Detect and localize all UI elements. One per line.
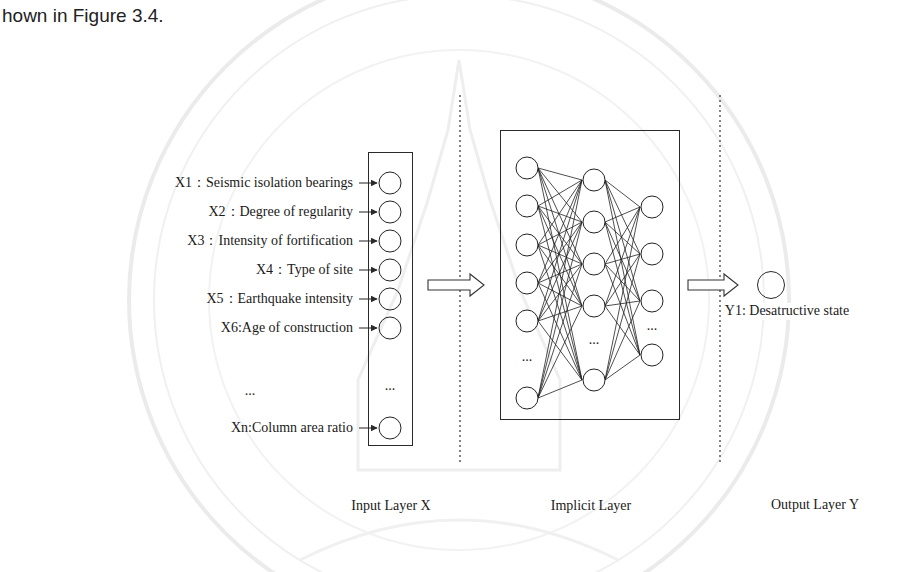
hidden-neuron <box>641 344 663 366</box>
network-link <box>605 254 640 306</box>
hidden-neuron <box>516 157 538 179</box>
hidden-neuron <box>583 369 605 391</box>
network-link <box>538 306 582 398</box>
network-link <box>605 180 640 355</box>
ellipsis: ... <box>589 332 600 349</box>
block-arrow <box>428 274 484 296</box>
network-link <box>538 180 582 398</box>
network-link <box>538 245 582 380</box>
input-feature: X5：Earthquake intensity <box>206 291 353 308</box>
network-link <box>538 180 582 321</box>
hidden-neuron <box>641 290 663 312</box>
input-feature: X2：Degree of regularity <box>208 204 353 221</box>
network-link <box>605 254 640 380</box>
layer-divider <box>460 95 720 465</box>
ellipsis: ... <box>647 318 658 335</box>
network-link <box>538 380 582 398</box>
hidden-neuron <box>516 310 538 332</box>
input-neurons <box>379 172 401 439</box>
hidden-neuron <box>516 272 538 294</box>
layer-title: Y1: Desatructive state <box>723 303 851 320</box>
ellipsis: ... <box>245 383 256 400</box>
hidden-neuron <box>516 387 538 409</box>
hidden-neuron <box>583 295 605 317</box>
watermark-seal <box>129 0 789 572</box>
body-text: hown in Figure 3.4. <box>2 5 164 28</box>
network-link <box>538 264 582 283</box>
network-link <box>538 180 582 283</box>
network-link <box>538 222 582 321</box>
network-link <box>605 207 640 380</box>
hidden-neuron <box>641 196 663 218</box>
input-feature: X3：Intensity of fortification <box>187 233 353 250</box>
layer-title: Implicit Layer <box>551 498 631 515</box>
network-link <box>538 222 582 398</box>
input-feature: X4：Type of site <box>256 262 353 279</box>
network-link <box>605 207 640 306</box>
hidden-neuron <box>641 243 663 265</box>
network-link <box>605 355 640 380</box>
network-link <box>538 264 582 398</box>
implicit-layer-box: Implicit Layer <box>500 130 680 420</box>
network-link <box>538 168 582 180</box>
input-layer-box: Input Layer X <box>368 152 413 446</box>
network-link <box>605 180 640 207</box>
network-link <box>605 207 640 222</box>
network-link <box>605 301 640 380</box>
network-link <box>538 168 582 380</box>
ellipsis: ... <box>522 349 533 366</box>
ellipsis: ... <box>385 378 396 395</box>
network-link <box>538 264 582 321</box>
block-arrow <box>688 274 738 296</box>
layer-title: Input Layer X <box>351 498 430 515</box>
network-link <box>605 222 640 355</box>
hidden-neuron <box>583 253 605 275</box>
input-feature: X6:Age of construction <box>221 320 353 337</box>
hidden-neuron <box>583 211 605 233</box>
network-link <box>538 222 582 283</box>
input-feature: X1：Seismic isolation bearings <box>175 175 353 192</box>
network-link <box>605 301 640 306</box>
network-link <box>538 222 582 245</box>
hidden-neuron <box>516 195 538 217</box>
network-link <box>605 222 640 254</box>
network-link <box>538 283 582 306</box>
hidden-network <box>516 157 663 409</box>
input-feature: Xn:Column area ratio <box>231 420 353 437</box>
hidden-neuron <box>583 169 605 191</box>
hidden-neuron <box>516 234 538 256</box>
output-neuron: Y1: Desatructive state <box>757 271 785 299</box>
layer-title: Output Layer Y <box>771 497 859 514</box>
network-link <box>538 306 582 321</box>
